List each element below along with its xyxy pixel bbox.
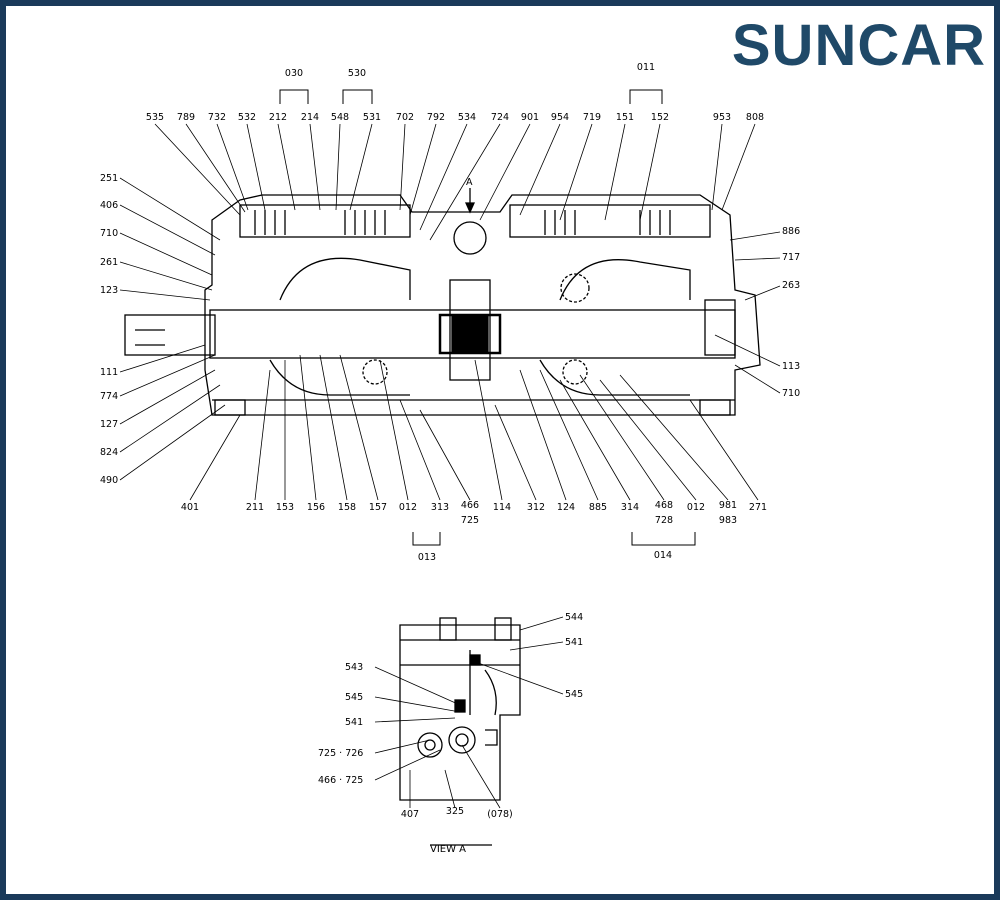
group-brackets [279,89,696,546]
callout-label: 113 [782,361,800,372]
callout-label: 724 [491,112,509,123]
callout-label: 732 [208,112,226,123]
callout-label: 407 [401,809,419,820]
view-a-marker: A [466,177,473,188]
callout-label: 152 [651,112,669,123]
view-a-drawing [399,617,521,846]
suncar-logo: SUNCAR [731,13,986,78]
callout-label: 158 [338,502,356,513]
callout-label: 717 [782,252,800,263]
callout-label: 114 [493,502,511,513]
callout-label: 406 [100,200,118,211]
callout-label: 532 [238,112,256,123]
callout-label: 212 [269,112,287,123]
callout-label: 466 [461,500,479,511]
callout-label: 702 [396,112,414,123]
callout-label: 541 [345,717,363,728]
callout-label: 953 [713,112,731,123]
group-label: 014 [654,550,672,561]
callout-label: 719 [583,112,601,123]
callout-label: 543 [345,662,363,673]
callout-label: 954 [551,112,569,123]
callout-label: 123 [100,285,118,296]
callout-label: 541 [565,637,583,648]
callout-label: 885 [589,502,607,513]
callout-label: 124 [557,502,575,513]
callout-label: 151 [616,112,634,123]
group-label: 013 [418,552,436,563]
callout-label: 824 [100,447,118,458]
callout-label: 466 · 725 [318,775,363,786]
callout-label: 251 [100,173,118,184]
callout-label: 261 [100,257,118,268]
callout-label: 548 [331,112,349,123]
callout-label: 313 [431,502,449,513]
view-a-title: VIEW A [430,844,466,855]
callout-label: 531 [363,112,381,123]
callout-label: 214 [301,112,319,123]
callout-label: 886 [782,226,800,237]
callout-label: 710 [100,228,118,239]
callout-label: 792 [427,112,445,123]
callout-label: 901 [521,112,539,123]
callout-label: 153 [276,502,294,513]
callout-label: (078) [487,809,513,820]
callout-label: 401 [181,502,199,513]
callout-label: 534 [458,112,476,123]
callout-label: 535 [146,112,164,123]
callout-label: 544 [565,612,583,623]
group-label: 011 [637,62,655,73]
callout-label: 157 [369,502,387,513]
callout-label: 012 [687,502,705,513]
callout-label: 725 · 726 [318,748,363,759]
callout-label: 710 [782,388,800,399]
leader-lines [119,123,781,809]
group-label: 530 [348,68,366,79]
callout-label: 314 [621,502,639,513]
callout-label: 728 [655,515,673,526]
callout-label: 127 [100,419,118,430]
callout-label: 012 [399,502,417,513]
callout-label: 774 [100,391,118,402]
pump-body [124,188,761,416]
callout-label: 545 [565,689,583,700]
callout-label: 545 [345,692,363,703]
callout-label: 271 [749,502,767,513]
callout-label: 725 [461,515,479,526]
callout-label: 808 [746,112,764,123]
callout-label: 156 [307,502,325,513]
callout-label: 111 [100,367,118,378]
callout-label: 263 [782,280,800,291]
callout-label: 983 [719,515,737,526]
callout-label: 325 [446,806,464,817]
callout-label: 312 [527,502,545,513]
callout-label: 789 [177,112,195,123]
callout-label: 981 [719,500,737,511]
group-label: 030 [285,68,303,79]
callout-label: 468 [655,500,673,511]
callout-label: 490 [100,475,118,486]
callout-label: 211 [246,502,264,513]
